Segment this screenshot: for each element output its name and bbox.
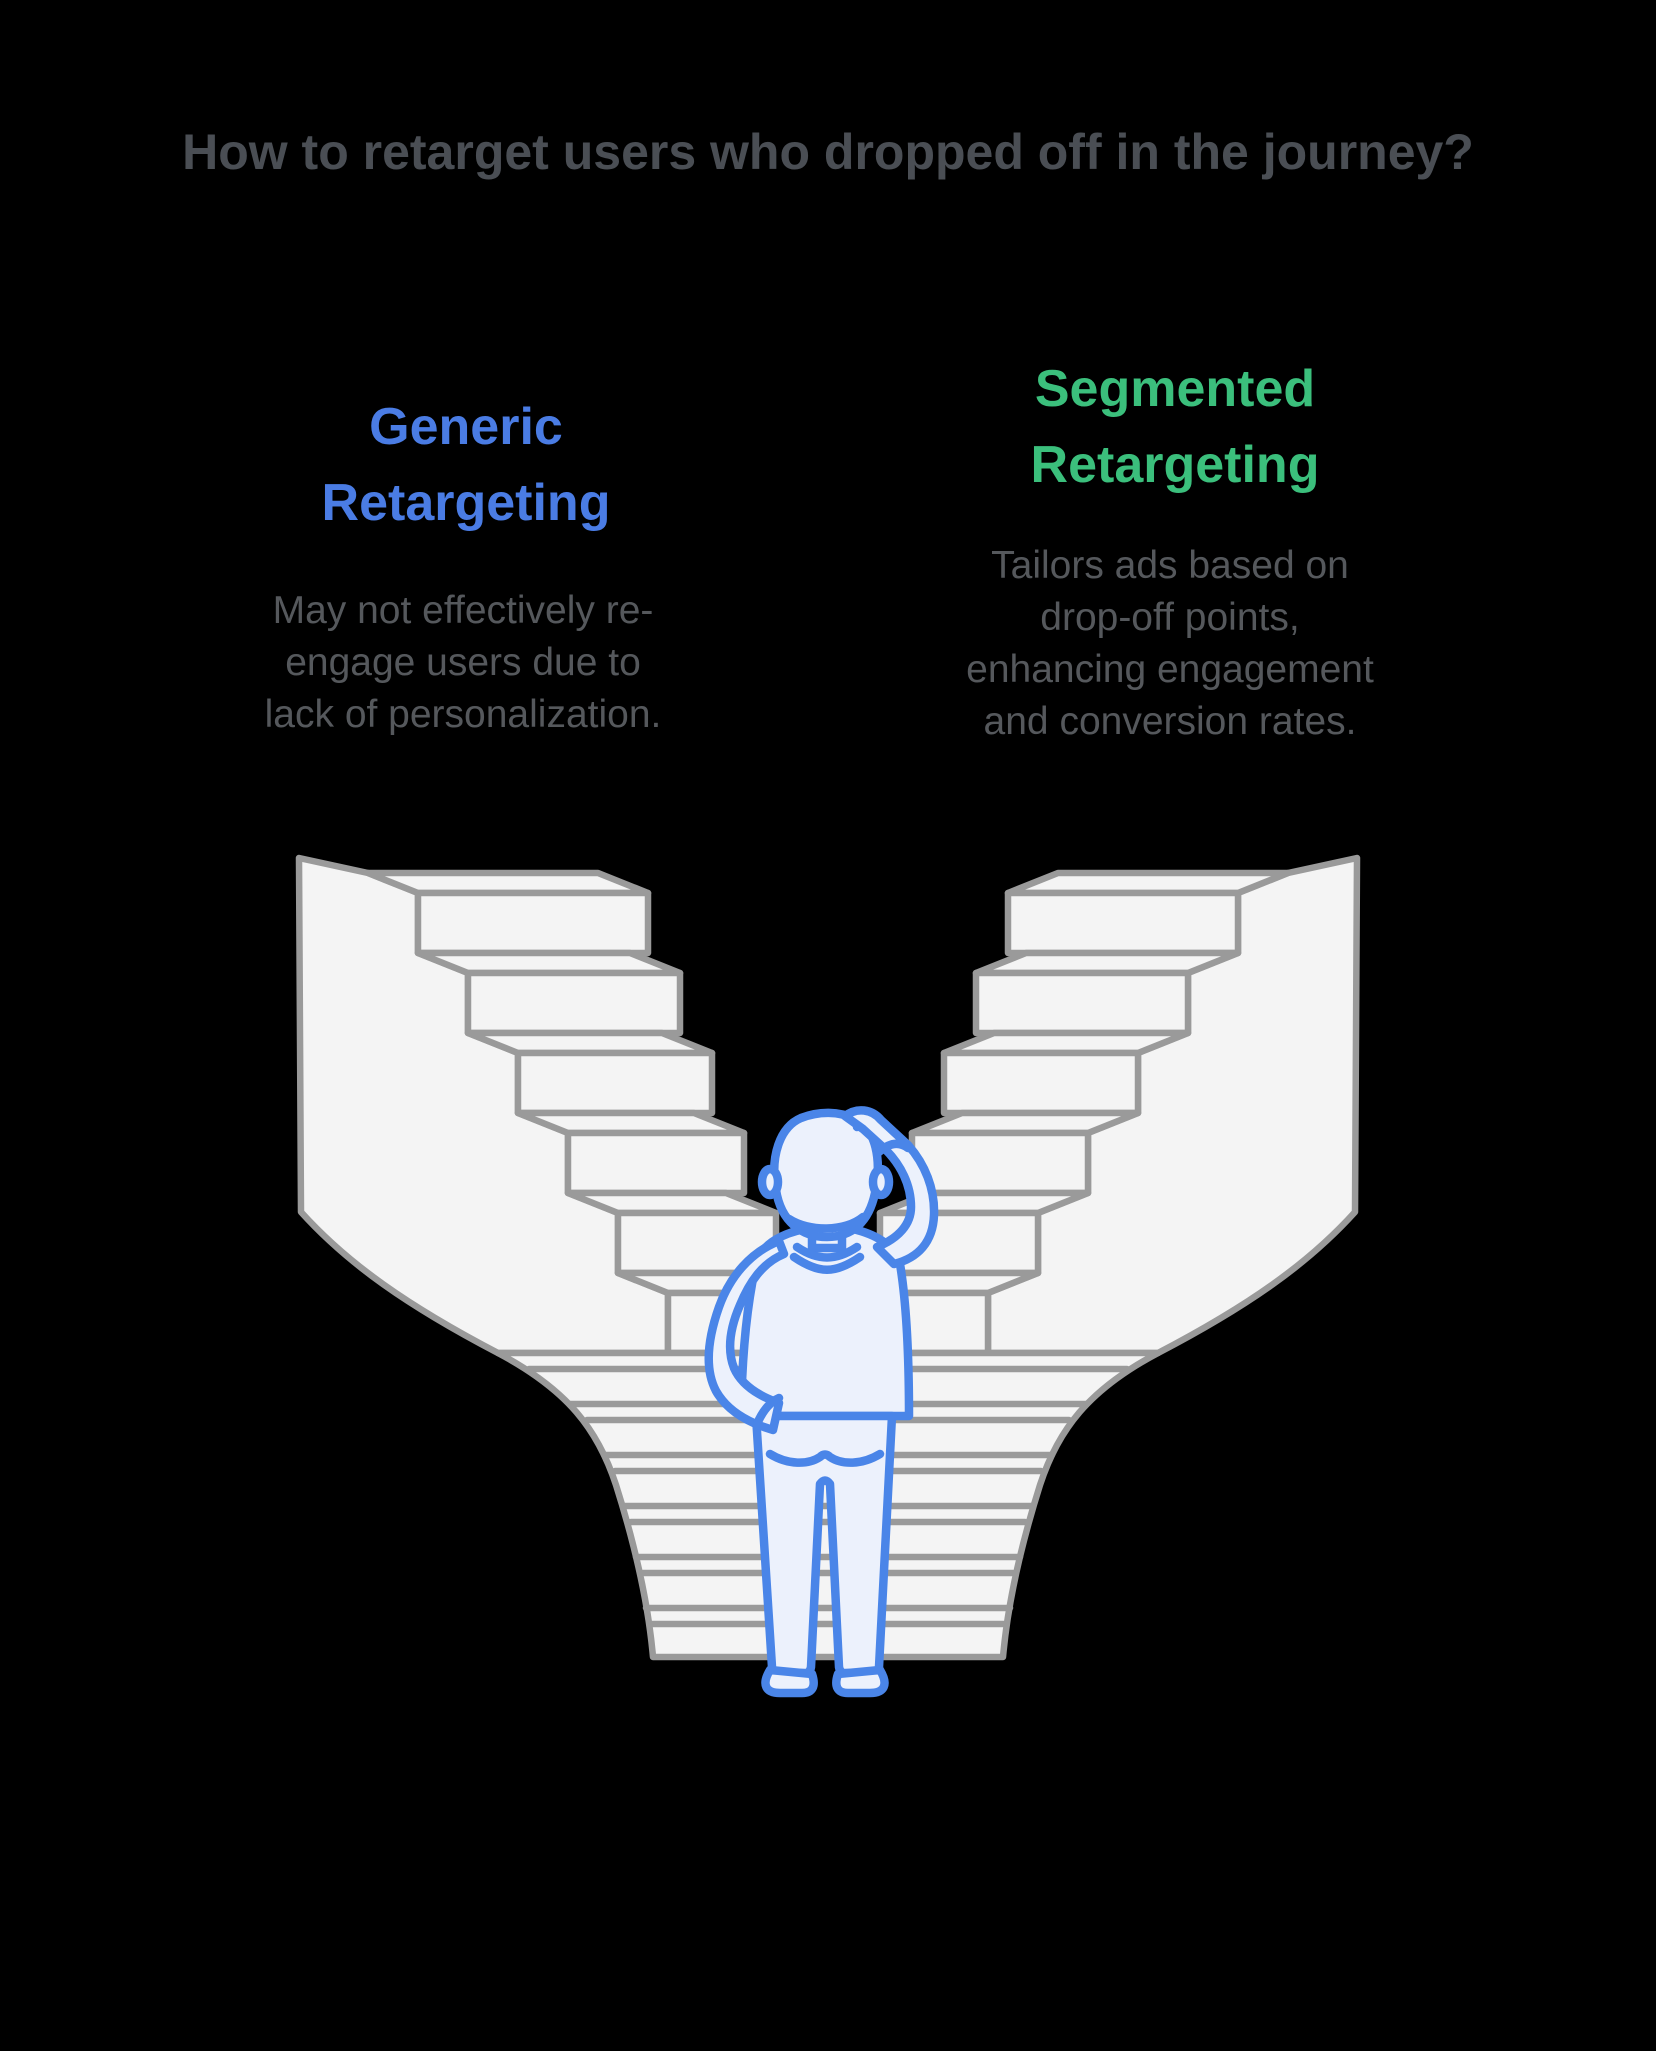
person-right-ear	[868, 1164, 894, 1200]
infographic-title: How to retarget users who dropped off in…	[182, 124, 1474, 180]
generic-desc-line-3: lack of personalization.	[264, 693, 662, 736]
generic-desc-line-1: May not effectively re-	[272, 589, 654, 632]
forked-staircase-illustration	[268, 830, 1388, 1730]
segmented-retargeting-description: Tailors ads based on drop-off points, en…	[925, 540, 1415, 748]
segmented-desc-line-2: drop-off points,	[1040, 596, 1300, 639]
staircase-scene	[295, 854, 1361, 1698]
generic-heading-line-1: Generic	[369, 398, 563, 456]
person-raised-arm	[840, 1106, 939, 1269]
segmented-heading-line-1: Segmented	[1034, 360, 1316, 418]
person-akimbo-arm	[704, 1236, 789, 1435]
person-akimbo-arm-cuff	[752, 1393, 784, 1429]
generic-heading-line-2: Retargeting	[321, 474, 611, 532]
left-staircase	[295, 854, 812, 1357]
generic-desc-line-2: engage users due to	[285, 641, 641, 684]
segmented-heading-line-2: Retargeting	[1030, 436, 1320, 494]
person-left-shoe	[761, 1665, 818, 1698]
generic-retargeting-heading: Generic Retargeting	[231, 389, 701, 541]
segmented-desc-line-3: enhancing engagement	[966, 648, 1374, 691]
person-raised-arm-cuff	[874, 1139, 913, 1157]
segmented-desc-line-4: and conversion rates.	[983, 700, 1357, 743]
person-hip-seam	[765, 1449, 885, 1467]
segmented-desc-line-1: Tailors ads based on	[991, 544, 1349, 587]
person-hairline	[784, 1212, 868, 1233]
person-figure	[704, 1106, 939, 1698]
right-staircase	[844, 854, 1361, 1357]
person-collar	[789, 1242, 865, 1274]
segmented-retargeting-heading: Segmented Retargeting	[930, 351, 1420, 503]
generic-retargeting-description: May not effectively re- engage users due…	[228, 585, 698, 741]
person-right-shoe	[832, 1665, 889, 1698]
person-left-ear	[757, 1164, 783, 1200]
